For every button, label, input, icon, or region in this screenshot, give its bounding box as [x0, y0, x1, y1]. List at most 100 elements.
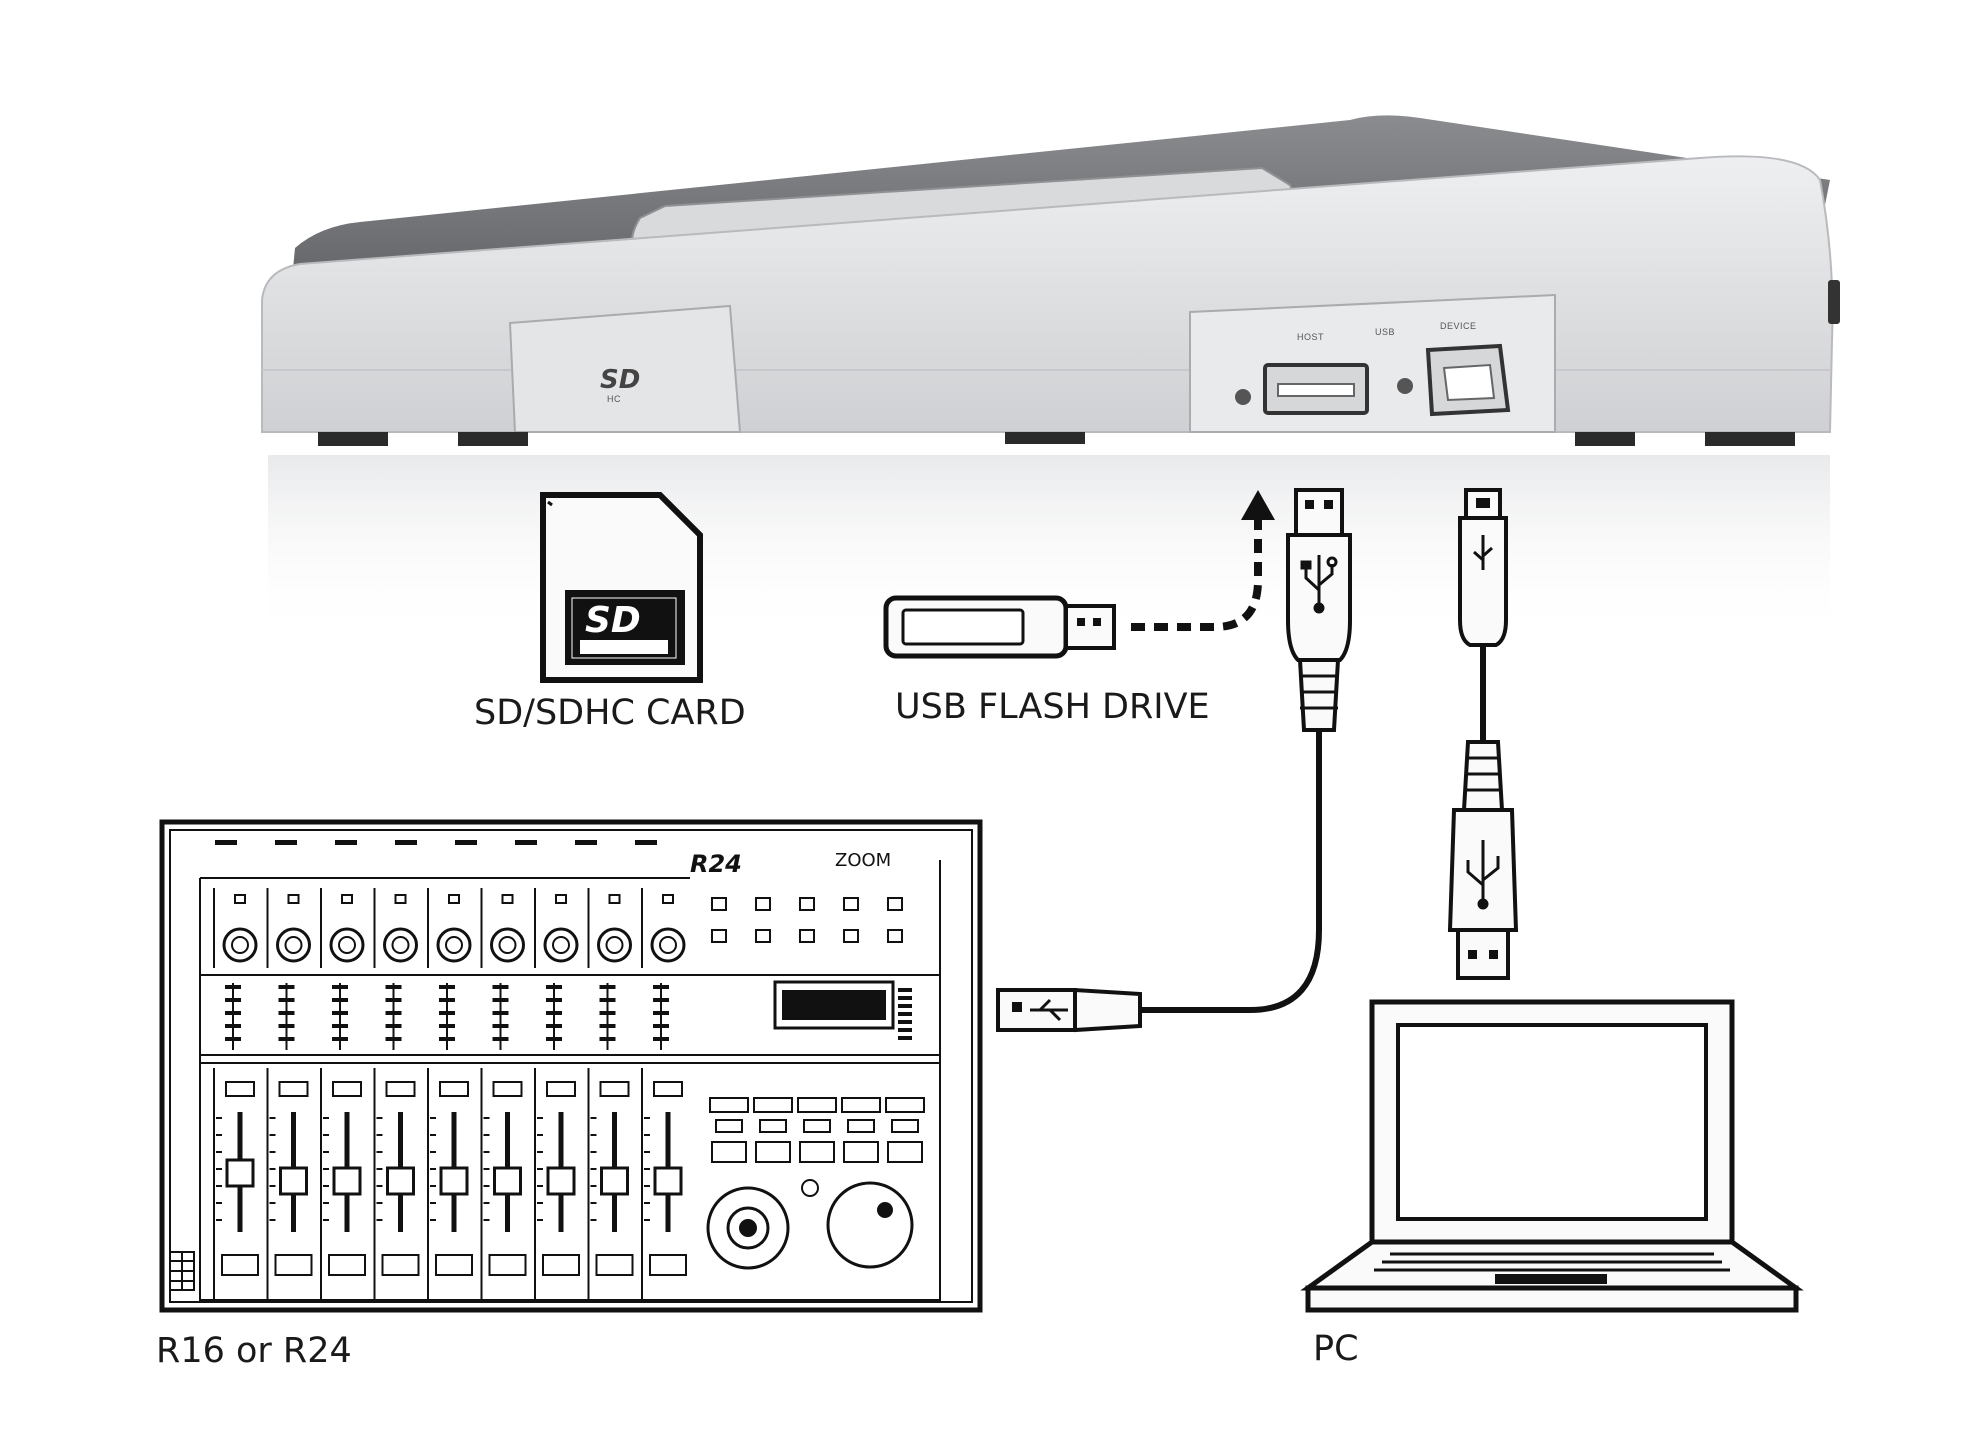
mixer-transport-keys	[709, 1097, 925, 1163]
mixer-gain-knob-cap	[391, 936, 410, 954]
sd-card-label: SD/SDHC CARD	[474, 693, 746, 733]
mixer-function-button	[799, 929, 815, 943]
usb-device-port[interactable]	[1425, 343, 1511, 417]
mixer-transport-led	[715, 1119, 743, 1133]
mixer-input-jack-label	[455, 840, 477, 845]
mixer-fader-cap	[546, 1166, 576, 1196]
mixer-fader-cap	[653, 1166, 683, 1196]
mixer-rec-button	[492, 1081, 523, 1097]
recorder-device: SD HC HOST USB DEVICE	[261, 115, 1840, 640]
mixer-channel-number	[608, 894, 621, 904]
mixer-track-button	[274, 1254, 313, 1276]
mixer-fader-cap	[493, 1166, 522, 1196]
mixer-channel-number	[501, 894, 514, 904]
usb-device-label: DEVICE	[1440, 321, 1477, 331]
mixer-track-button	[435, 1254, 473, 1276]
mixer-input-row	[200, 840, 690, 879]
sd-slot-logo: SD	[600, 365, 640, 395]
mixer-status-led	[898, 1028, 912, 1032]
mixer-gain-knob-cap	[338, 936, 356, 954]
pc-label: PC	[1313, 1329, 1359, 1369]
mixer-channel-number	[341, 894, 353, 904]
mixer-transport-key	[755, 1141, 791, 1163]
mixer-transport-led	[891, 1119, 919, 1133]
mixer-rec-button	[546, 1081, 576, 1097]
mixer-model-logo: R24	[690, 850, 742, 878]
mixer-rec-button	[225, 1081, 255, 1097]
mixer-gain-knob-cap	[552, 936, 570, 954]
mixer-gain-knob-cap	[659, 936, 677, 954]
mixer-function-button	[799, 897, 815, 911]
mixer-fader-cap	[386, 1166, 415, 1196]
mixer-transport-label	[753, 1097, 793, 1113]
mixer-input-jack-label	[395, 840, 417, 845]
device-feet	[318, 432, 1795, 446]
mixer-fader-cap	[225, 1158, 255, 1188]
sd-card-logo: SD	[585, 600, 641, 641]
sd-card-icon: SD	[540, 492, 703, 683]
mixer-track-button	[649, 1254, 687, 1276]
mixer-input-jack-label	[575, 840, 597, 845]
mixer-status-led	[898, 988, 912, 992]
mixer-track-button	[542, 1254, 580, 1276]
usb-host-port[interactable]	[1263, 363, 1369, 415]
sd-card-slot[interactable]: SD HC	[508, 304, 742, 433]
mixer-corner-grid	[169, 1251, 195, 1291]
mixer-transport-label	[709, 1097, 749, 1113]
mixer-gain-knob-cap	[498, 936, 517, 954]
usb-symbol-icon	[1300, 555, 1338, 614]
mixer-fader-cap	[279, 1166, 308, 1196]
mixer-rec-button	[653, 1081, 683, 1097]
mixer-fader-cap	[600, 1166, 629, 1196]
usb-port-panel: HOST USB DEVICE	[1189, 293, 1556, 433]
mixer-input-jack-label	[215, 840, 237, 845]
mixer-track-button	[595, 1254, 634, 1276]
mixer-gain-knob-cap	[284, 936, 303, 954]
mixer-rec-button	[385, 1081, 416, 1097]
mixer-function-button	[711, 897, 727, 911]
mixer-knob-row	[213, 888, 903, 968]
flash-to-host-arrow	[1131, 490, 1275, 631]
mixer-status-led	[898, 1004, 912, 1008]
mixer-transport-label	[885, 1097, 925, 1113]
usb-flash-drive-icon	[883, 595, 1116, 659]
usb-cable-host	[996, 488, 1352, 1033]
mixer-rec-button	[332, 1081, 362, 1097]
r24-mixer-illustration: R24 ZOOM	[159, 819, 983, 1313]
mixer-function-button	[711, 929, 727, 943]
mixer-gain-knob-cap	[445, 936, 463, 954]
usb-cable-device	[1447, 488, 1519, 980]
usb-host-label: HOST	[1297, 332, 1324, 342]
mixer-channel-number	[555, 894, 567, 904]
mixer-input-jack-label	[515, 840, 537, 845]
mixer-function-button	[887, 897, 903, 911]
mixer-status-led	[898, 1012, 912, 1016]
mixer-transport-key	[711, 1141, 747, 1163]
mixer-rec-button	[278, 1081, 309, 1097]
usb-label: USB	[1375, 327, 1395, 337]
mixer-input-jack-label	[275, 840, 297, 845]
mixer-gain-knob-cap	[231, 936, 249, 954]
mixer-function-button	[887, 929, 903, 943]
mixer-transport-label	[841, 1097, 881, 1113]
mixer-transport-key	[887, 1141, 923, 1163]
mixer-transport-key	[843, 1141, 879, 1163]
sd-slot-logo-sub: HC	[607, 394, 621, 404]
mixer-channel-number	[662, 894, 674, 904]
pc-laptop-icon	[1300, 999, 1804, 1313]
mixer-fader-row	[213, 1068, 687, 1300]
mixer-channel-number	[287, 894, 300, 904]
mixer-fader-cap	[439, 1166, 469, 1196]
mixer-track-button	[488, 1254, 527, 1276]
mixer-brand-logo: ZOOM	[835, 850, 891, 871]
mixer-status-led	[898, 1036, 912, 1040]
mixer-track-button	[328, 1254, 366, 1276]
mixer-function-button	[755, 929, 771, 943]
mixer-function-button	[755, 897, 771, 911]
mixer-rec-button	[599, 1081, 630, 1097]
mixer-status-led	[898, 1020, 912, 1024]
mixer-channel-number	[234, 894, 246, 904]
mixer-function-button	[843, 929, 859, 943]
mixer-track-button	[221, 1254, 259, 1276]
mixer-track-button	[381, 1254, 420, 1276]
